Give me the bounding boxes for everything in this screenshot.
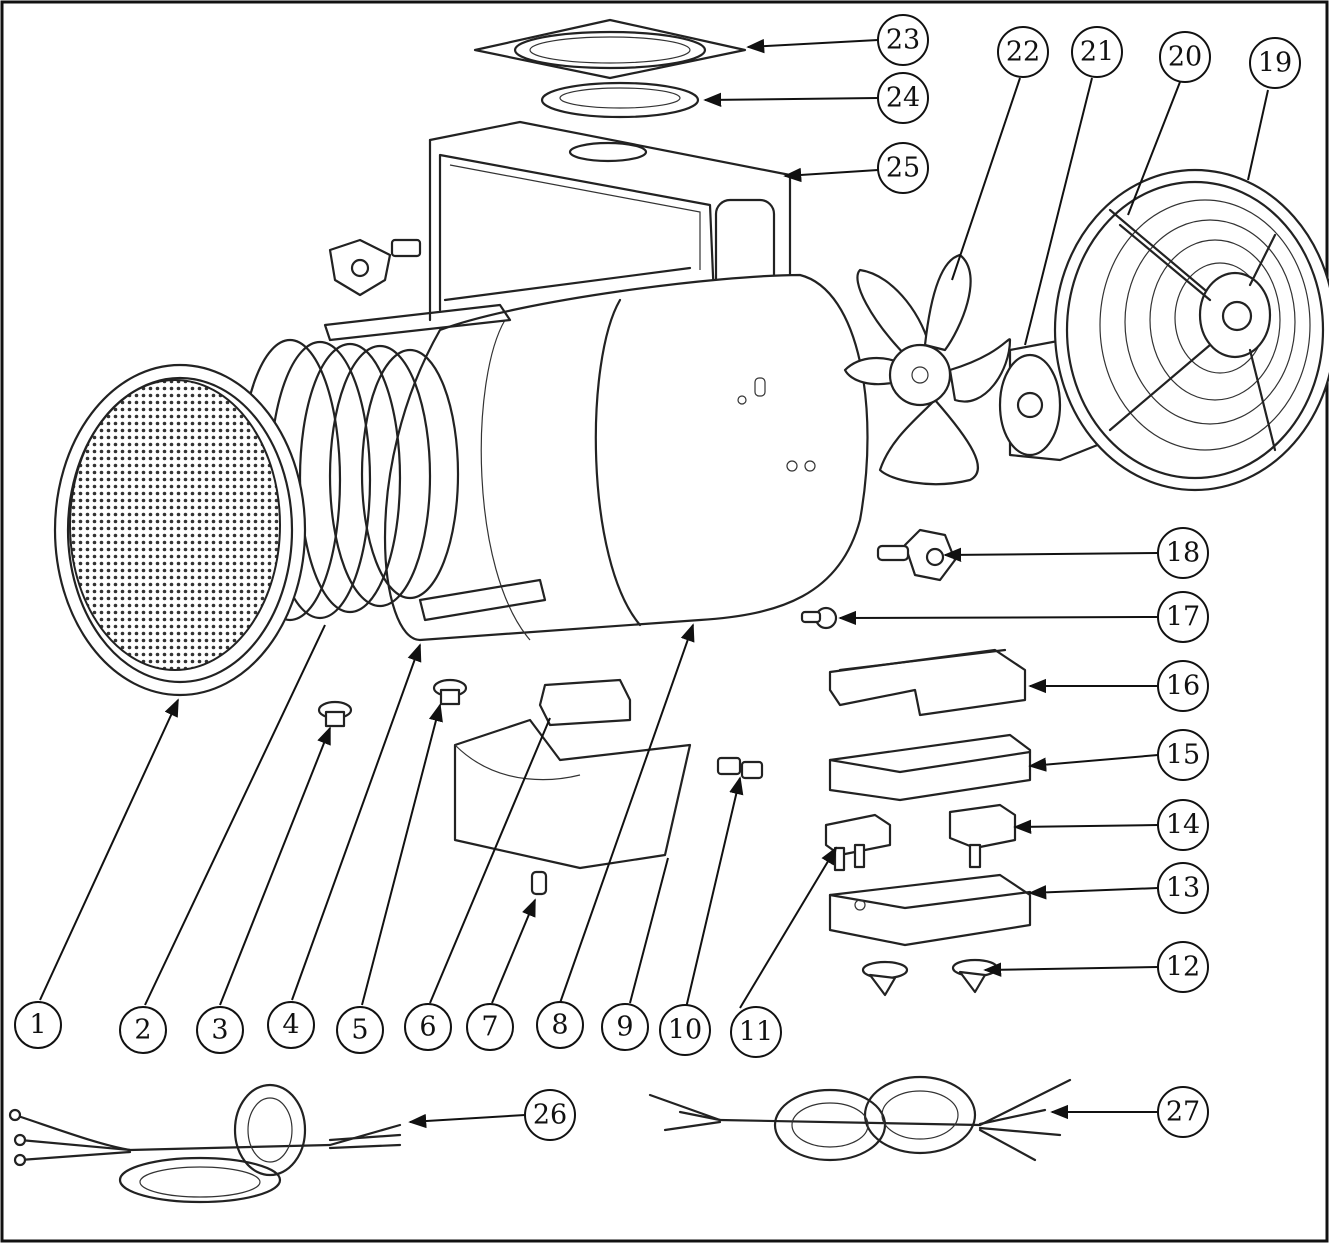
part-12-grommets — [861, 958, 999, 997]
part-22-fan-blade — [843, 253, 1012, 486]
balloon-23: 23 — [877, 14, 929, 66]
svg-text:21: 21 — [1080, 37, 1114, 68]
svg-text:26: 26 — [533, 1100, 567, 1131]
balloon-24: 24 — [877, 72, 929, 124]
svg-text:19: 19 — [1258, 48, 1292, 79]
svg-text:14: 14 — [1166, 810, 1200, 841]
svg-text:10: 10 — [668, 1015, 702, 1046]
part-3-terminal — [317, 700, 353, 728]
svg-text:6: 6 — [419, 1012, 436, 1043]
balloon-26: 26 — [524, 1089, 576, 1141]
svg-text:2: 2 — [134, 1015, 151, 1046]
part-19-rear-guard — [1053, 168, 1329, 492]
balloon-22: 22 — [997, 26, 1049, 78]
balloon-14: 14 — [1157, 799, 1209, 851]
balloon-21: 21 — [1071, 26, 1123, 78]
balloon-7: 7 — [466, 1003, 514, 1051]
svg-text:11: 11 — [739, 1017, 773, 1048]
part-26-cable — [8, 1083, 402, 1204]
svg-text:9: 9 — [616, 1012, 633, 1043]
svg-text:4: 4 — [282, 1010, 299, 1041]
part-17-screw — [800, 606, 838, 630]
svg-text:25: 25 — [886, 153, 920, 184]
svg-text:27: 27 — [1166, 1097, 1200, 1128]
svg-text:18: 18 — [1166, 538, 1200, 569]
part-6-relay — [538, 678, 632, 727]
balloon-20: 20 — [1159, 31, 1211, 83]
balloon-19: 19 — [1249, 37, 1301, 89]
part-10-connector — [716, 756, 764, 780]
part-15-lid — [828, 733, 1032, 802]
balloon-8: 8 — [536, 1001, 584, 1049]
balloon-9: 9 — [601, 1003, 649, 1051]
svg-text:23: 23 — [886, 25, 920, 56]
svg-text:3: 3 — [211, 1015, 228, 1046]
balloon-27: 27 — [1157, 1086, 1209, 1138]
balloon-3: 3 — [196, 1006, 244, 1054]
part-11-switch — [824, 813, 892, 872]
part-23-mounting-flange — [473, 18, 747, 80]
part-14-thermostat — [948, 803, 1017, 869]
svg-text:22: 22 — [1006, 37, 1040, 68]
part-7-foot — [530, 870, 548, 896]
part-knob-upper — [328, 238, 422, 297]
balloon-1: 1 — [14, 1001, 62, 1049]
svg-text:20: 20 — [1168, 42, 1202, 73]
svg-text:12: 12 — [1166, 952, 1200, 983]
balloon-5: 5 — [336, 1006, 384, 1054]
svg-text:8: 8 — [551, 1010, 568, 1041]
part-20-guard-spokes — [1108, 208, 1277, 452]
svg-text:16: 16 — [1166, 671, 1200, 702]
balloon-12: 12 — [1157, 941, 1209, 993]
part-8-housing-drum — [383, 273, 869, 642]
part-24-ring — [540, 81, 700, 119]
part-13-control-box — [828, 873, 1032, 947]
part-16-cover — [828, 648, 1027, 717]
part-5-terminal — [432, 678, 468, 706]
svg-text:13: 13 — [1166, 873, 1200, 904]
svg-text:7: 7 — [481, 1012, 498, 1043]
balloon-11: 11 — [730, 1006, 782, 1058]
balloon-4: 4 — [267, 1001, 315, 1049]
balloon-10: 10 — [659, 1004, 711, 1056]
part-1-front-guard — [53, 363, 307, 697]
balloon-18: 18 — [1157, 527, 1209, 579]
balloon-25: 25 — [877, 142, 929, 194]
balloon-2: 2 — [119, 1006, 167, 1054]
svg-text:5: 5 — [351, 1015, 368, 1046]
part-18-knob — [876, 528, 957, 582]
balloon-13: 13 — [1157, 862, 1209, 914]
svg-text:17: 17 — [1166, 602, 1200, 633]
svg-text:24: 24 — [886, 83, 920, 114]
svg-text:15: 15 — [1166, 740, 1200, 771]
balloon-15: 15 — [1157, 729, 1209, 781]
svg-text:1: 1 — [29, 1010, 46, 1041]
part-9-tray — [453, 718, 692, 870]
leader-lines — [39, 38, 1269, 1129]
balloon-17: 17 — [1157, 591, 1209, 643]
balloon-16: 16 — [1157, 660, 1209, 712]
part-27-cable — [648, 1075, 1072, 1162]
balloon-6: 6 — [404, 1003, 452, 1051]
